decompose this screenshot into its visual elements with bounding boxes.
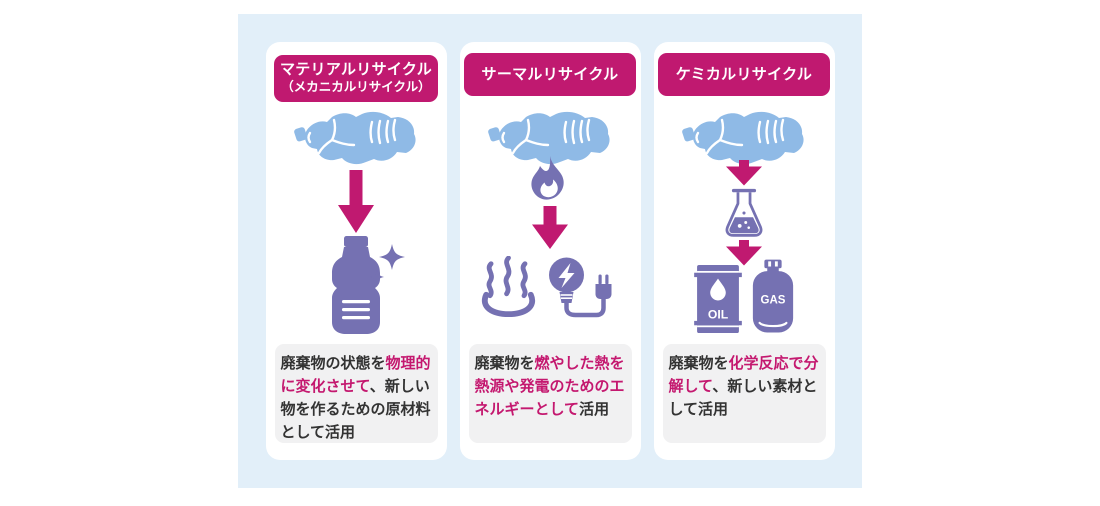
power-cord bbox=[564, 296, 606, 318]
new-bottle-with-sparkles-icon bbox=[332, 236, 405, 334]
sparkle-small bbox=[370, 270, 384, 284]
oil-droplet bbox=[710, 278, 726, 301]
header-badge-material: マテリアルリサイクル （メカニカルリサイクル） bbox=[274, 55, 438, 102]
description-text-chemical: 廃棄物を化学反応で分解して、新しい素材として活用 bbox=[669, 352, 820, 421]
lightning-bolt bbox=[558, 263, 575, 288]
flame-icon bbox=[531, 156, 564, 200]
thermal-output-icons bbox=[477, 254, 624, 318]
header-badge-line1: マテリアルリサイクル bbox=[279, 61, 433, 78]
description-box-chemical: 廃棄物を化学反応で分解して、新しい素材として活用 bbox=[662, 344, 826, 443]
description-segment: 廃棄物を bbox=[668, 355, 729, 372]
crushed-plastic-bottle-icon bbox=[488, 111, 610, 165]
chemical-flask-icon bbox=[725, 188, 763, 237]
description-segment-accent: 物理的に変化させて bbox=[280, 355, 431, 395]
oil-drum-icon: OIL bbox=[694, 264, 742, 334]
description-box-thermal: 廃棄物を燃やした熱を熱源や発電のためのエネルギーとして活用 bbox=[468, 344, 632, 443]
header-badge-chemical: ケミカルリサイクル bbox=[658, 53, 830, 96]
arrow-down-icon bbox=[726, 240, 762, 266]
description-segment-accent: 化学反応で分解して bbox=[668, 355, 819, 395]
infographic-panel: マテリアルリサイクル （メカニカルリサイクル） bbox=[238, 14, 862, 488]
description-text-material: 廃棄物の状態を物理的に変化させて、新しい物を作るための原材料として活用 bbox=[281, 352, 432, 444]
gas-cylinder-label: GAS bbox=[761, 295, 786, 307]
plug-body bbox=[595, 284, 612, 299]
arrow-down-icon bbox=[338, 170, 374, 233]
description-segment: 活用 bbox=[579, 401, 610, 418]
arrow-down-icon bbox=[532, 206, 568, 249]
chemical-output-icons: OIL GAS bbox=[692, 259, 796, 335]
header-badge-line2: （メカニカルリサイクル） bbox=[281, 80, 431, 94]
sparkle-large bbox=[379, 244, 405, 270]
hot-spring-heat-icon bbox=[481, 256, 536, 318]
description-segment: 、新しい素材として活用 bbox=[668, 378, 818, 418]
electric-bulb-plug-icon bbox=[549, 257, 612, 318]
arrow-down-icon bbox=[726, 160, 762, 186]
header-badge-thermal: サーマルリサイクル bbox=[464, 53, 636, 96]
crushed-plastic-bottle-icon bbox=[294, 111, 416, 165]
card-thermal-recycle: サーマルリサイクル bbox=[459, 42, 641, 460]
description-segment: 廃棄物を bbox=[474, 355, 535, 372]
card-chemical-recycle: ケミカルリサイクル bbox=[653, 42, 835, 460]
crushed-plastic-bottle-icon bbox=[682, 111, 804, 165]
card-material-recycle: マテリアルリサイクル （メカニカルリサイクル） bbox=[265, 42, 447, 460]
oil-drum-label: OIL bbox=[708, 307, 729, 321]
description-segment-accent: 燃やした熱を熱源や発電のためのエネルギーとして bbox=[474, 355, 625, 418]
description-text-thermal: 廃棄物を燃やした熱を熱源や発電のためのエネルギーとして活用 bbox=[475, 352, 626, 421]
description-box-material: 廃棄物の状態を物理的に変化させて、新しい物を作るための原材料として活用 bbox=[274, 344, 438, 444]
description-segment: 廃棄物の状態を bbox=[280, 355, 386, 372]
description-segment: 、新しい物を作るための原材料として活用 bbox=[280, 378, 431, 441]
gas-cylinder-icon: GAS bbox=[752, 259, 794, 333]
